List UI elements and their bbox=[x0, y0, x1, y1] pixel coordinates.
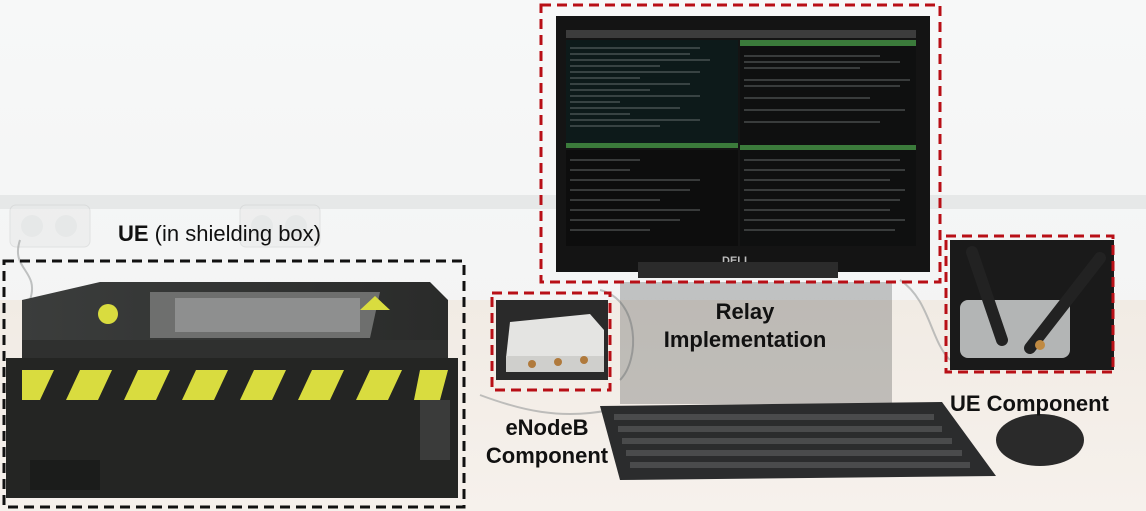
enodeb-label: eNodeB Component bbox=[470, 414, 624, 470]
enodeb-label-line1: eNodeB bbox=[505, 415, 589, 440]
ue-component-highlight-box bbox=[944, 234, 1115, 374]
ue-label: UE (in shielding box) bbox=[118, 220, 321, 248]
relay-label: Relay Implementation bbox=[650, 298, 840, 354]
relay-label-line1: Relay bbox=[715, 299, 775, 324]
shielding-box bbox=[6, 282, 458, 498]
ue-label-rest: (in shielding box) bbox=[148, 221, 321, 246]
relay-highlight-box bbox=[539, 3, 942, 284]
relay-label-line2: Implementation bbox=[663, 327, 827, 352]
keyboard bbox=[600, 402, 996, 480]
ue-component-device bbox=[950, 240, 1114, 370]
mouse bbox=[996, 414, 1084, 466]
enodeb-highlight-box bbox=[490, 291, 612, 392]
wall-outlets bbox=[9, 204, 321, 248]
cables bbox=[17, 239, 951, 415]
ue-component-label: UE Component bbox=[950, 391, 1109, 416]
ue-label-bold: UE bbox=[118, 221, 149, 246]
ue-highlight-box bbox=[2, 259, 466, 509]
enodeb-device bbox=[496, 300, 608, 380]
monitor: DELL bbox=[556, 16, 930, 278]
pc-tower bbox=[620, 282, 892, 404]
enodeb-label-line2: Component bbox=[485, 443, 609, 468]
